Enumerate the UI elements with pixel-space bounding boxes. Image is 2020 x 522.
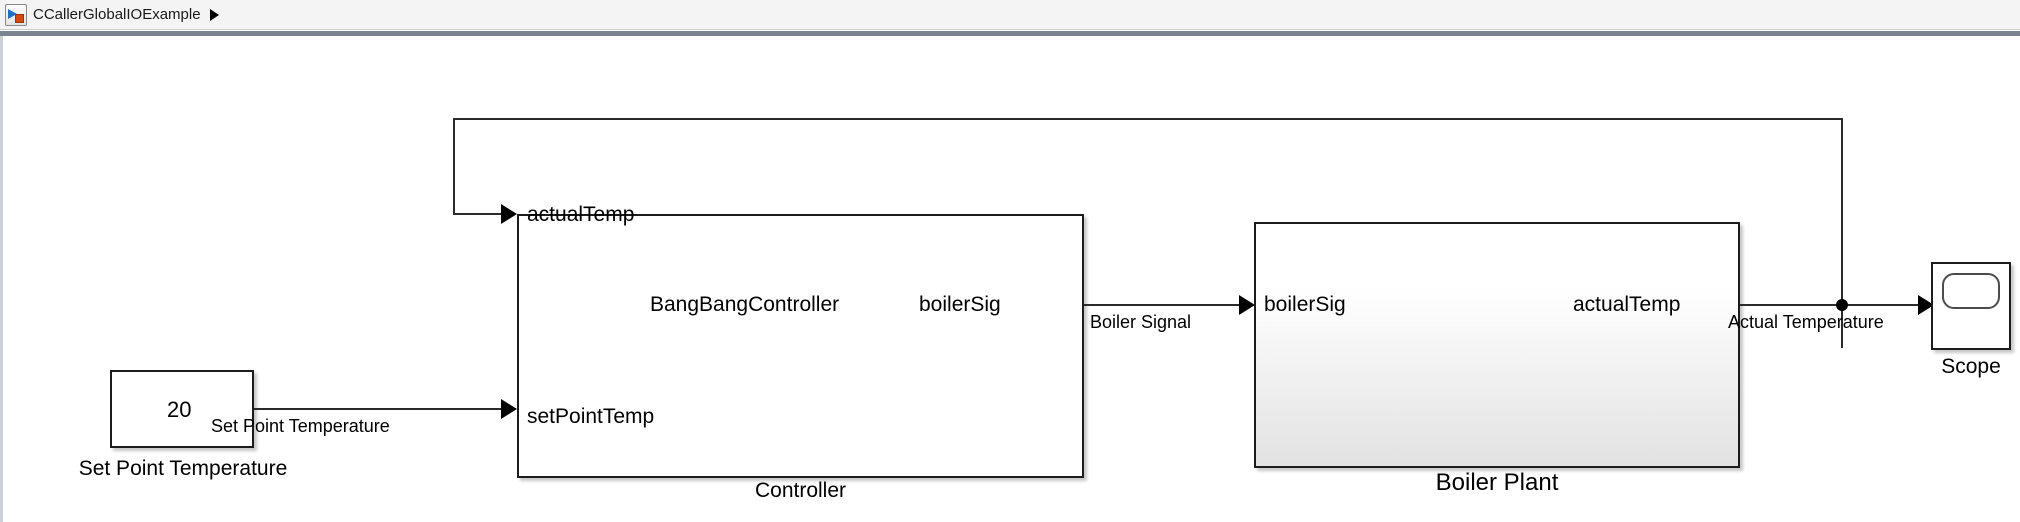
controller-mid-text: BangBangController: [650, 293, 840, 316]
scope-block-label: Scope: [1941, 355, 2001, 378]
boiler-plant-block[interactable]: [1254, 222, 1740, 468]
boiler-signal-wire[interactable]: [1084, 304, 1253, 306]
boiler-plant-boilersig-arrow: [1239, 295, 1255, 315]
actual-temperature-wire[interactable]: [1740, 304, 1930, 306]
canvas-left-rail: [0, 36, 3, 522]
set-point-temperature-block[interactable]: [110, 370, 254, 448]
scope-screen-icon: [1942, 273, 2000, 309]
boiler-plant-block-label: Boiler Plant: [1435, 469, 1559, 496]
scope-input-arrow: [1918, 295, 1934, 315]
chevron-right-icon[interactable]: [209, 8, 219, 21]
feedback-wire-vertical-right[interactable]: [1841, 118, 1843, 348]
controller-input-port-setpointtemp-label: setPointTemp: [527, 405, 655, 428]
breadcrumb[interactable]: CCallerGlobalIOExample: [0, 0, 2020, 30]
feedback-wire-horizontal-in[interactable]: [453, 213, 513, 215]
controller-setpointtemp-arrow: [501, 399, 517, 419]
set-point-temperature-label: Set Point Temperature: [78, 457, 288, 480]
controller-block-label: Controller: [754, 479, 847, 502]
toolbar-divider: [0, 31, 2020, 36]
simulink-model-icon-square: [15, 13, 24, 23]
set-point-temperature-value: 20: [167, 397, 192, 422]
boiler-plant-input-port-boilersig-label: boilerSig: [1264, 293, 1346, 316]
set-point-temperature-wire[interactable]: [254, 408, 513, 410]
controller-output-port-boilersig-label: boilerSig: [919, 293, 1001, 316]
controller-actualtemp-arrow: [501, 204, 517, 224]
controller-input-port-actualtemp-label: actualTemp: [527, 203, 635, 226]
actual-temperature-branch-point: [1836, 299, 1848, 311]
feedback-wire-vertical-left[interactable]: [453, 118, 455, 214]
controller-block[interactable]: [517, 214, 1084, 478]
boiler-plant-output-port-actualtemp-label: actualTemp: [1573, 293, 1681, 316]
scope-block[interactable]: [1931, 262, 2011, 350]
model-canvas[interactable]: 20 Set Point Temperature Set Point Tempe…: [3, 36, 2020, 522]
simulink-model-icon: [5, 3, 27, 26]
breadcrumb-model-name[interactable]: CCallerGlobalIOExample: [33, 6, 201, 23]
simulink-model-icon-triangle: [8, 8, 17, 19]
set-point-temperature-signal-label: Set Point Temperature: [211, 416, 390, 436]
boiler-signal-label: Boiler Signal: [1090, 312, 1192, 332]
actual-temperature-signal-label: Actual Temperature: [1728, 312, 1884, 332]
feedback-wire-horizontal-top[interactable]: [453, 118, 1843, 120]
